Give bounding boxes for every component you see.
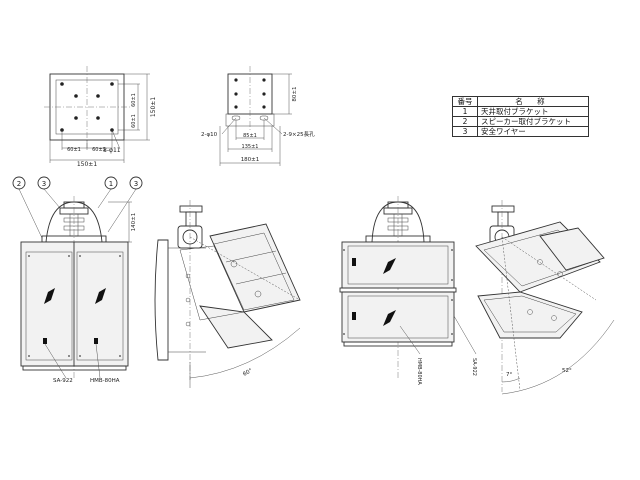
legend-header-name: 名 称	[477, 96, 589, 107]
legend-header-no: 番号	[452, 96, 478, 107]
callout-1: 1	[109, 180, 113, 188]
hole-d10-label: 2-φ10	[201, 132, 218, 138]
angle-label-right-large: 52°	[562, 368, 572, 374]
legend-row-name: 天井取付ブラケット	[477, 106, 589, 117]
legend-row-no: 2	[452, 116, 478, 127]
dim-pitch-bottom-right: 60±1	[92, 147, 106, 153]
dim-pitch-right-top: 60±1	[131, 93, 137, 107]
dim-height-140: 140±1	[131, 213, 137, 232]
dim-height-150: 150±1	[150, 97, 157, 117]
dim-pitch-bottom-left: 60±1	[67, 147, 81, 153]
callout-2: 2	[17, 180, 21, 188]
side-view-tilted-right: 7° 52°	[475, 200, 615, 395]
legend-row-no: 1	[452, 106, 478, 117]
callout-3-left: 3	[42, 180, 46, 188]
wire-label-right: SA-922	[471, 358, 477, 376]
legend-row: 2 スピーカー取付ブラケット	[452, 116, 589, 127]
wire-label-left: SA-922	[53, 378, 73, 384]
speaker-bracket-view: 80±1 2-φ10 2-9×25長孔 85±1 135±1 180±1	[201, 66, 315, 166]
legend-row-no: 3	[452, 126, 478, 137]
legend-header-row: 番号 名 称	[452, 96, 589, 107]
hmb-label-left: HMB-80HA	[90, 378, 120, 384]
slot-spec-label: 2-9×25長孔	[283, 130, 315, 138]
legend-row-name: 安全ワイヤー	[477, 126, 589, 137]
hmb-label-right: HMB-80HA	[416, 358, 422, 385]
front-view-speakers: 2 3 1 3 140±1	[12, 176, 143, 384]
hole-spec-label: 8-φ11	[103, 147, 121, 154]
parts-legend-table: 番号 名 称 1 天井取付ブラケット 2 スピーカー取付ブラケット 3 安全ワイ…	[452, 96, 589, 137]
callout-3-right: 3	[134, 180, 138, 188]
legend-row: 1 天井取付ブラケット	[452, 106, 589, 117]
dim-height-80: 80±1	[292, 86, 298, 101]
dim-pitch-85: 85±1	[243, 133, 257, 139]
dim-width-150: 150±1	[77, 161, 97, 168]
legend-row-name: スピーカー取付ブラケット	[477, 116, 589, 127]
dim-pitch-right-bottom: 60±1	[131, 114, 137, 128]
angle-label-left: 60°	[242, 368, 254, 378]
dim-width-180: 180±1	[241, 157, 260, 163]
front-view-stacked-speakers: HMB-80HA SA-922	[339, 196, 477, 385]
dim-pitch-135: 135±1	[242, 144, 259, 150]
angle-label-right-small: 7°	[506, 372, 512, 378]
legend-row: 3 安全ワイヤー	[452, 126, 589, 137]
ceiling-bracket-plan-view: 60±1 60±1 150±1 60±1 60±1 150±1 8-φ11	[44, 66, 157, 168]
side-view-tilted-left: 60°	[154, 200, 301, 388]
